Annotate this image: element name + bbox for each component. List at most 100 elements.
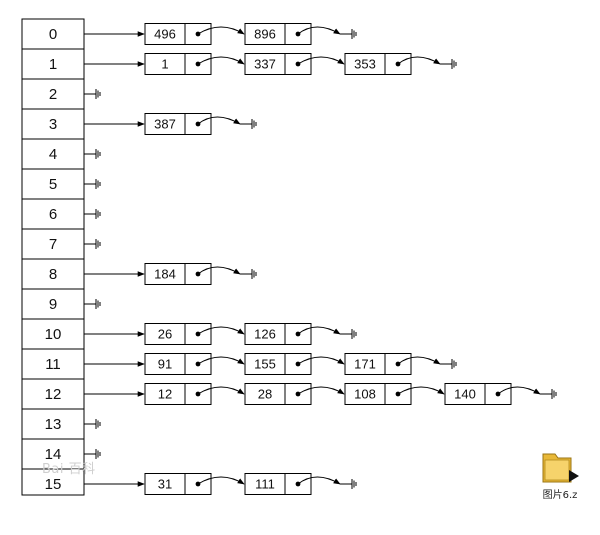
chain <box>84 149 101 159</box>
chain: 496 896 <box>84 23 357 45</box>
bucket-row: 12 <box>21 378 85 410</box>
node-box <box>344 353 412 375</box>
list-node: 91 <box>144 353 245 375</box>
null-terminator <box>440 59 457 69</box>
node-value: 1 <box>161 57 168 72</box>
bucket-index: 11 <box>45 356 61 373</box>
node-box <box>144 323 212 345</box>
null-terminator <box>84 179 101 189</box>
chain: 31 111 <box>84 473 357 495</box>
next-pointer <box>297 26 341 35</box>
null-terminator <box>84 449 101 459</box>
node-value: 111 <box>255 477 275 492</box>
bucket-row: 7 <box>21 228 85 260</box>
bucket-index: 5 <box>49 176 57 193</box>
list-node: 12 <box>144 383 245 405</box>
node-value: 108 <box>354 387 376 402</box>
list-node: 337 <box>244 53 345 75</box>
bucket-index: 10 <box>45 326 62 343</box>
chain: 387 <box>84 113 257 135</box>
next-pointer <box>197 116 241 125</box>
null-terminator <box>84 239 101 249</box>
node-value: 387 <box>154 117 176 132</box>
bucket-row: 0 <box>21 18 85 50</box>
bucket-index: 12 <box>45 386 62 403</box>
node-box <box>244 473 312 495</box>
node-value: 496 <box>154 27 176 42</box>
chain <box>84 89 101 99</box>
node-box <box>144 263 212 285</box>
bucket-cell <box>21 168 85 200</box>
bucket-index: 7 <box>49 236 57 253</box>
node-box <box>144 53 212 75</box>
bucket-index: 8 <box>49 266 57 283</box>
bucket-row: 8 <box>21 258 85 290</box>
desktop-file[interactable]: 图片6.z <box>533 450 587 505</box>
node-box <box>144 353 212 375</box>
node-box <box>344 53 412 75</box>
bucket-row: 10 <box>21 318 85 350</box>
chain <box>84 239 101 249</box>
bucket-cell <box>21 48 85 80</box>
next-pointer <box>197 266 241 275</box>
list-node: 155 <box>244 353 345 375</box>
null-terminator <box>240 269 257 279</box>
null-terminator <box>84 149 101 159</box>
watermark: Bai 百科 <box>42 462 96 477</box>
list-node: 387 <box>144 113 257 135</box>
chain <box>84 179 101 189</box>
bucket-index: 14 <box>45 446 62 463</box>
node-box <box>444 383 512 405</box>
node-box <box>244 23 312 45</box>
null-terminator <box>84 89 101 99</box>
bucket-index: 6 <box>49 206 57 223</box>
null-terminator <box>240 119 257 129</box>
node-value: 337 <box>254 57 276 72</box>
next-pointer <box>397 356 441 365</box>
node-value: 896 <box>254 27 276 42</box>
list-node: 28 <box>244 383 345 405</box>
null-terminator <box>84 419 101 429</box>
list-node: 31 <box>144 473 245 495</box>
node-value: 171 <box>354 357 376 372</box>
list-node: 353 <box>344 53 457 75</box>
bucket-cell <box>21 408 85 440</box>
node-value: 31 <box>158 477 172 492</box>
bucket-cell <box>21 18 85 50</box>
bucket-row: 3 <box>21 108 85 140</box>
bucket-index: 9 <box>49 296 57 313</box>
null-terminator <box>340 329 357 339</box>
list-node: 1 <box>144 53 245 75</box>
bucket-row: 4 <box>21 138 85 170</box>
node-value: 12 <box>158 387 172 402</box>
bucket-row: 5 <box>21 168 85 200</box>
bucket-cell <box>21 228 85 260</box>
list-node: 496 <box>144 23 245 45</box>
next-pointer <box>197 26 245 35</box>
next-pointer <box>197 476 245 485</box>
list-node: 111 <box>244 473 357 495</box>
chain: 91 155 171 <box>84 353 457 375</box>
node-value: 91 <box>158 357 172 372</box>
null-terminator <box>84 299 101 309</box>
bucket-cell <box>21 468 85 496</box>
bucket-row: 9 <box>21 288 85 320</box>
folder-icon <box>542 453 579 483</box>
next-pointer <box>297 386 345 395</box>
node-box <box>244 383 312 405</box>
next-pointer <box>297 476 341 485</box>
node-box <box>144 23 212 45</box>
null-terminator <box>84 209 101 219</box>
bucket-index: 13 <box>45 416 62 433</box>
bucket-index: 1 <box>49 56 57 73</box>
node-box <box>144 473 212 495</box>
bucket-index: 2 <box>49 86 57 103</box>
node-box <box>244 53 312 75</box>
chain <box>84 299 101 309</box>
node-value: 155 <box>254 357 276 372</box>
list-node: 896 <box>244 23 357 45</box>
bucket-row: 2 <box>21 78 85 110</box>
